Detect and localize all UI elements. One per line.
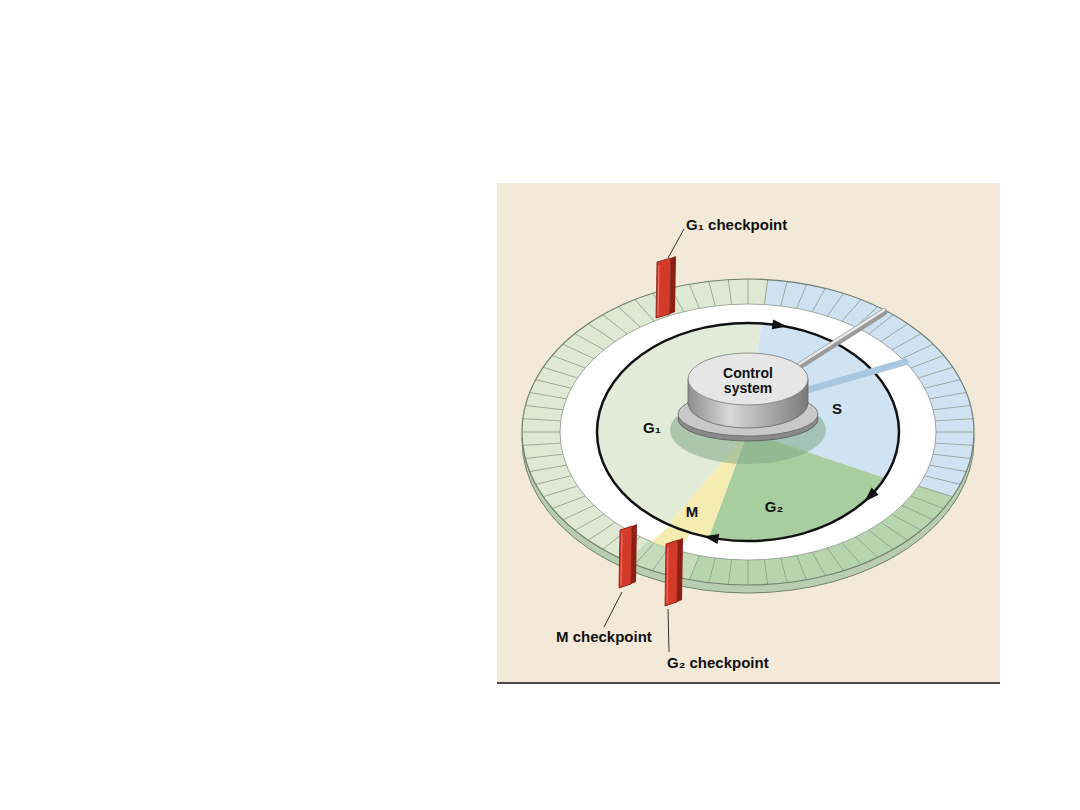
cycle-disk [522,256,974,606]
band-tick [603,315,627,334]
phase-label: G₂ [765,498,783,515]
shaft [790,312,884,372]
band-tick [575,514,604,530]
band-tick [543,367,577,378]
track [560,304,936,560]
disk-rim [522,279,974,585]
band-tick [842,543,861,565]
band-tick [797,284,807,308]
band-tick [563,505,594,519]
band-tick [525,405,562,409]
arrowhead [704,534,720,544]
band-tick [881,523,908,541]
band-tick [881,324,908,342]
band-tick [933,454,970,458]
band-tick [748,279,749,304]
phase-label: G₁ [643,419,661,436]
band-tick [935,443,973,445]
band-tick [930,392,967,398]
band-tick [764,560,767,585]
band-tick [918,367,952,378]
band-tick [925,380,961,389]
arrowhead [772,319,788,329]
band-tick [812,552,825,575]
band-tick [709,281,716,306]
band-tick [812,288,825,311]
band-tick [869,530,893,549]
band-tick [543,486,577,497]
band-tick [892,334,921,350]
band-tick [827,548,843,571]
band-tick [797,556,807,580]
leader-line [668,609,669,652]
band-tick [827,293,843,316]
band-tick [635,543,654,565]
band-tick [728,280,731,305]
cycle-arrow-path [597,323,899,541]
gate-highlight [658,265,659,315]
band-tick [536,476,572,485]
cylinder-top [688,353,808,405]
band-tick [748,560,749,585]
band-tick [525,454,562,458]
band-tick [781,558,788,583]
band-tick [530,392,567,398]
band-tick [635,299,654,321]
shaft-highlight [790,310,884,370]
band-tick [709,558,716,583]
phase-label: M [686,503,699,520]
band-tick [618,307,640,327]
band-tick [930,465,967,471]
checkpoint-gate [656,258,671,318]
band-tick [690,284,700,308]
band-tick [552,356,585,369]
band-tick [575,334,604,350]
checkpoint-label: G₂ checkpoint [667,654,769,671]
band-tick [522,432,560,433]
band-tick [728,560,731,585]
band-tick [563,344,594,358]
control-cylinder: Control system [676,343,821,443]
band-tick [856,537,878,557]
control-label: Control system [710,366,786,397]
band-tick [918,486,952,497]
band-tick [530,465,567,471]
band-tick [690,556,700,580]
band-tick [935,419,973,421]
panel-rule [497,682,1000,684]
band-tick [911,496,944,509]
band-tick [523,443,561,445]
band-tick [523,419,561,421]
band-tick [764,280,767,305]
band-tick [781,281,788,306]
band-tick [933,405,970,409]
gate-highlight [621,533,622,585]
arrowhead [864,488,878,502]
phase-label: S [832,400,842,417]
checkpoint-label: M checkpoint [556,628,652,645]
band-tick [936,432,974,433]
gate-highlight [667,547,668,603]
checkpoint-gate [665,540,678,606]
band-tick [588,324,615,342]
band-tick [911,356,944,369]
checkpoint-gate [619,526,632,588]
band-tick [892,514,921,530]
leader-line [604,592,622,627]
leader-line [668,229,684,258]
band-tick [925,476,961,485]
band-tick [536,380,572,389]
band-tick [842,299,861,321]
checkpoint-label: G₁ checkpoint [686,216,787,233]
band-tick [552,496,585,509]
band-tick [588,523,615,541]
band-tick [902,344,933,358]
band-tick [902,505,933,519]
